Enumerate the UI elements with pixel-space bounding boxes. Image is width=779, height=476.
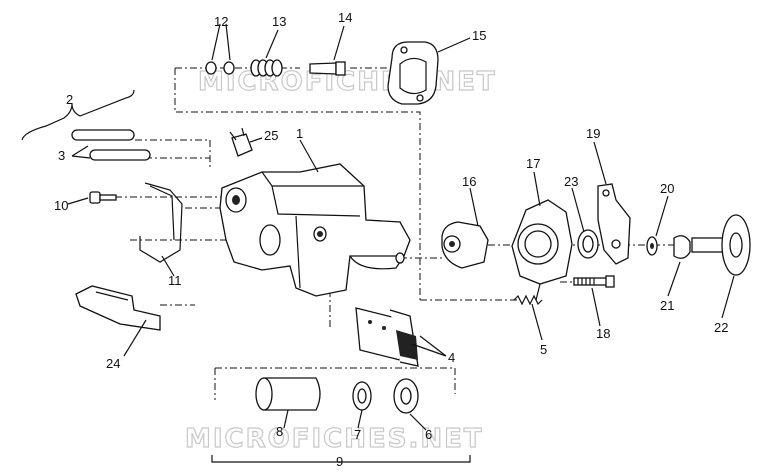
watermark-bottom: MICROFICHES.NET xyxy=(185,424,484,454)
part-8-piston xyxy=(255,377,321,411)
part-21-clip xyxy=(673,235,691,259)
callout-18: 18 xyxy=(596,326,610,341)
callout-13: 13 xyxy=(272,14,286,29)
callout-25: 25 xyxy=(264,128,278,143)
callout-23: 23 xyxy=(564,174,578,189)
callout-9: 9 xyxy=(336,454,343,469)
part-24-bracket xyxy=(75,285,161,331)
callout-19: 19 xyxy=(586,126,600,141)
callout-21: 21 xyxy=(660,298,674,313)
part-18-bolt xyxy=(573,275,615,288)
part-5-spring xyxy=(513,294,543,306)
part-11-plate xyxy=(139,182,183,263)
callout-2: 2 xyxy=(66,92,73,107)
callout-22: 22 xyxy=(714,320,728,335)
watermark-top: MICROFICHES.NET xyxy=(198,67,497,97)
part-25-bleeder xyxy=(229,127,253,157)
callout-labels: 1 2 3 4 5 6 7 8 9 10 11 12 13 14 15 16 1… xyxy=(54,10,728,469)
callout-16: 16 xyxy=(462,174,476,189)
part-4-pads xyxy=(355,307,419,367)
part-20-washer xyxy=(646,236,658,256)
leader-lines xyxy=(21,23,735,463)
part-7-seal xyxy=(352,381,372,411)
part-16-cam xyxy=(441,221,489,269)
callout-10: 10 xyxy=(54,198,68,213)
part-10-bolt xyxy=(89,191,117,204)
part-12-o-rings xyxy=(205,61,235,75)
part-6-seal xyxy=(393,378,419,414)
callout-1: 1 xyxy=(296,126,303,141)
callout-15: 15 xyxy=(472,28,486,43)
assembly-lines xyxy=(115,67,700,400)
callout-24: 24 xyxy=(106,356,120,371)
callout-20: 20 xyxy=(660,181,674,196)
part-22-shaft xyxy=(691,214,751,276)
callout-11: 11 xyxy=(168,273,182,288)
callout-3: 3 xyxy=(58,148,65,163)
part-19-lever xyxy=(597,183,631,265)
part-14-pin xyxy=(309,61,346,76)
part-23-ring xyxy=(577,229,599,259)
part-15-gasket xyxy=(387,41,439,105)
part-17-housing xyxy=(511,199,573,301)
callout-12: 12 xyxy=(214,14,228,29)
callout-7: 7 xyxy=(354,427,361,442)
callout-17: 17 xyxy=(526,156,540,171)
part-13-spring xyxy=(250,59,283,77)
callout-6: 6 xyxy=(425,427,432,442)
part-3-pins xyxy=(71,129,151,161)
callout-14: 14 xyxy=(338,10,352,25)
callout-4: 4 xyxy=(448,350,455,365)
callout-5: 5 xyxy=(540,342,547,357)
callout-8: 8 xyxy=(276,424,283,439)
part-1-caliper-body xyxy=(219,163,411,297)
